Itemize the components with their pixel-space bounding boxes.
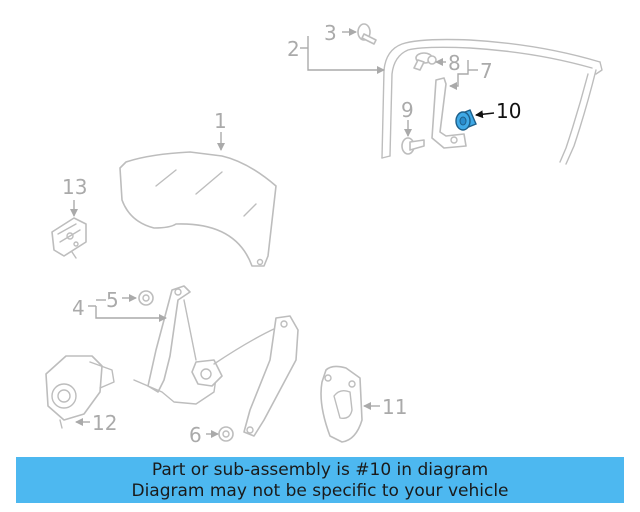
- bracket-7: [431, 77, 467, 149]
- switch-13: [51, 217, 87, 259]
- highlighted-part-10: [455, 109, 477, 131]
- caption-line-2: Diagram may not be specific to your vehi…: [131, 481, 509, 501]
- callout-6: 6: [189, 423, 202, 447]
- callout-8: 8: [448, 51, 461, 75]
- callout-12: 12: [92, 411, 117, 435]
- door-frame-part: [381, 38, 603, 165]
- caption-line-1: Part or sub-assembly is #10 in diagram: [151, 460, 489, 480]
- callout-5: 5: [106, 288, 119, 312]
- callout-3: 3: [324, 21, 337, 45]
- screw-3: [357, 23, 377, 45]
- callout-2: 2: [287, 37, 300, 61]
- fastener-8: [413, 52, 437, 71]
- callout-10: 10: [496, 99, 521, 123]
- callout-9: 9: [401, 98, 414, 122]
- callout-11: 11: [382, 395, 407, 419]
- caption-banner: Part or sub-assembly is #10 in diagram D…: [16, 457, 624, 503]
- bolt-9: [401, 137, 425, 155]
- nut-5: [138, 290, 154, 306]
- nut-6: [218, 426, 234, 442]
- motor-12: [45, 355, 115, 429]
- callout-4: 4: [72, 296, 85, 320]
- leader-lines: [70, 28, 495, 438]
- callout-7: 7: [480, 59, 493, 83]
- callout-1: 1: [214, 109, 227, 133]
- window-glass-1: [119, 151, 277, 267]
- handle-11: [320, 365, 363, 443]
- regulator-4: [133, 285, 299, 437]
- callout-13: 13: [62, 175, 87, 199]
